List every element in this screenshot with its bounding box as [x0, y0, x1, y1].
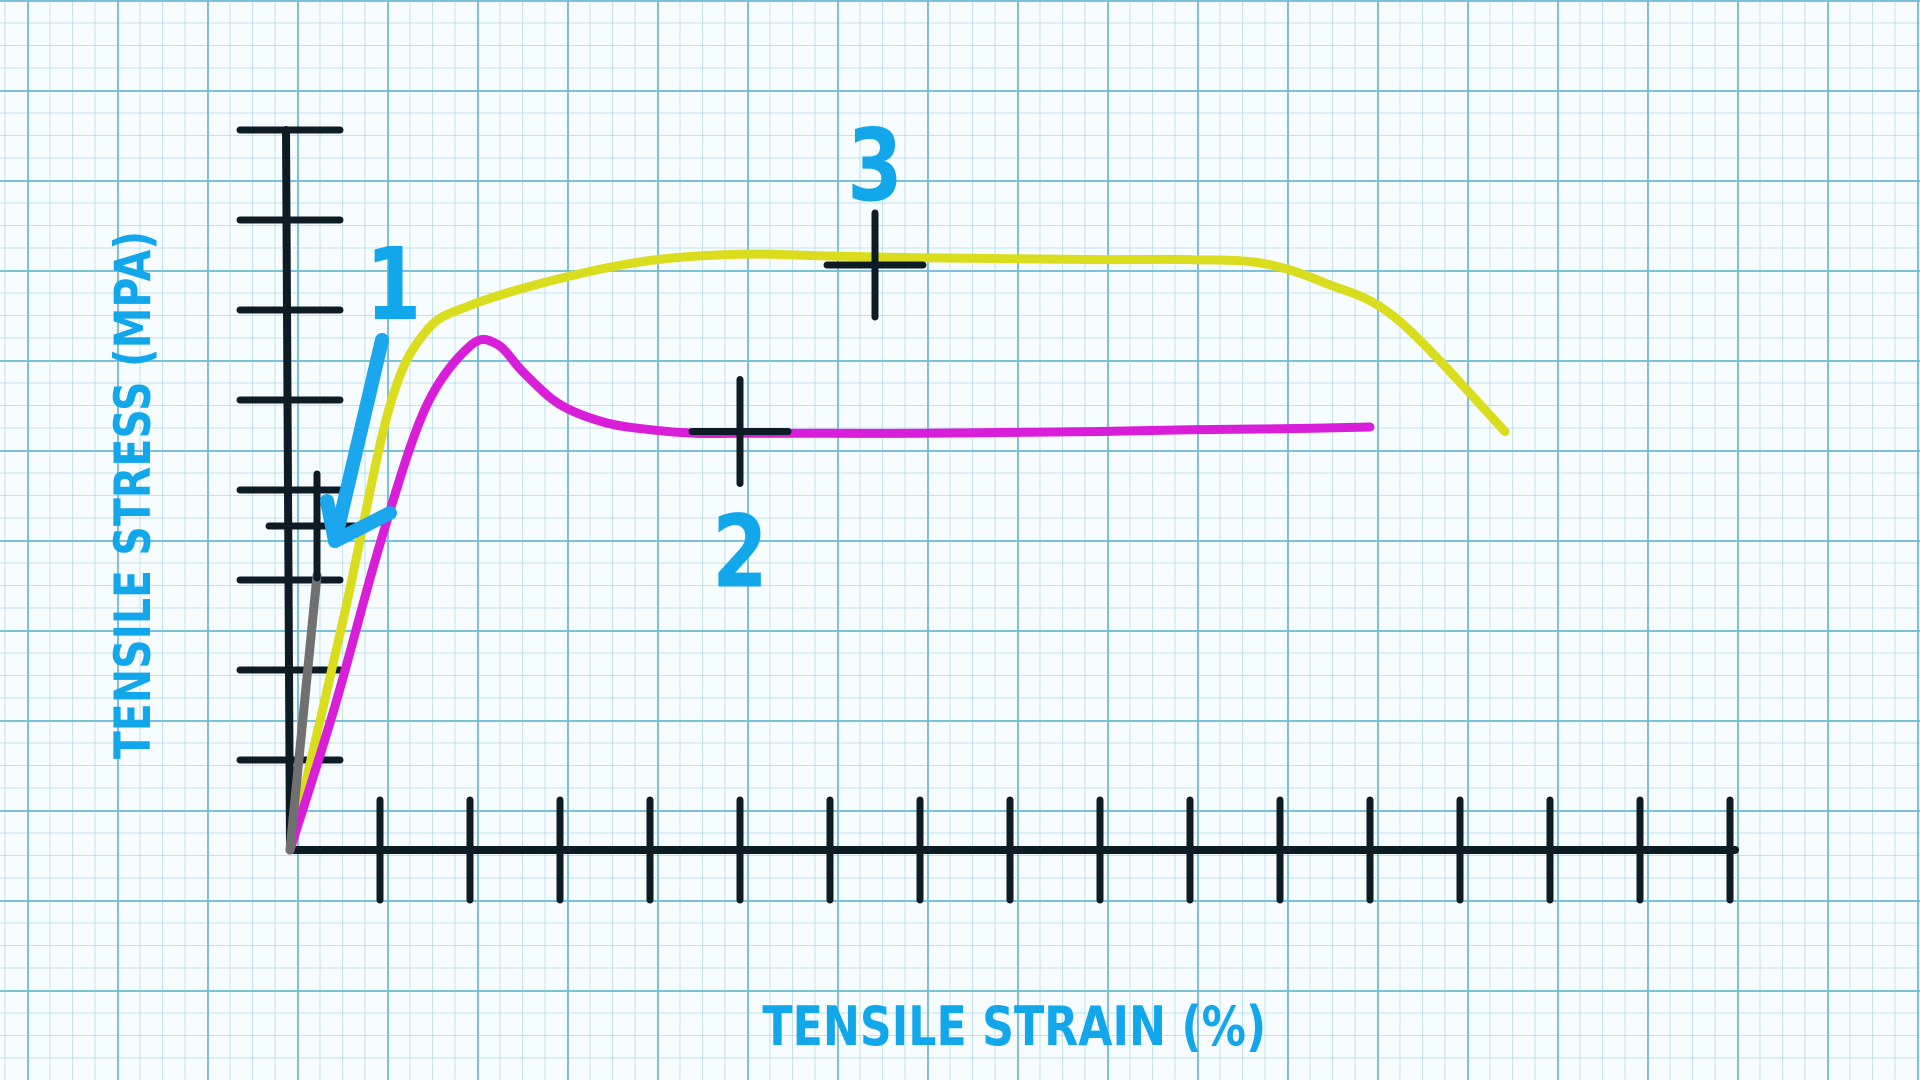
magenta-curve	[285, 334, 1375, 855]
marker-label-2: 2	[712, 495, 768, 611]
chart-curves	[285, 249, 1510, 855]
yellow-curve	[285, 249, 1510, 855]
y-axis-label: TENSILE STRESS (MPA)	[104, 231, 162, 759]
marker-label-3: 3	[847, 108, 903, 224]
chart-markers: 1 2 3	[265, 108, 927, 611]
marker-1-arrow	[320, 333, 397, 548]
chart-axes	[236, 126, 1739, 904]
arrow-shaft	[328, 333, 389, 548]
marker-3: 3	[823, 108, 927, 321]
marker-label-1: 1	[366, 227, 422, 343]
marker-1: 1	[265, 227, 422, 582]
arrow-head	[320, 494, 397, 548]
marker-2: 2	[688, 376, 792, 611]
x-axis-label: TENSILE STRAIN (%)	[762, 995, 1266, 1058]
gray-curve	[285, 571, 322, 855]
